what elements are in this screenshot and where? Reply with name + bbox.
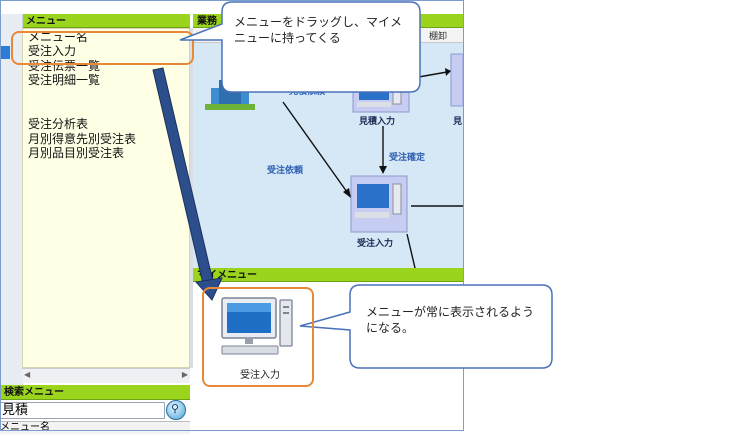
menu-header: メニュー bbox=[26, 16, 66, 27]
scroll-right-icon[interactable]: ▶ bbox=[181, 370, 188, 379]
diagram-header: 業務 bbox=[197, 16, 217, 27]
search-input[interactable]: 見積 bbox=[0, 402, 165, 419]
menu-item-order-slip-list[interactable]: 受注伝票一覧 bbox=[28, 59, 101, 73]
mymenu-header: マイメニュー bbox=[197, 270, 257, 281]
tab-inventory[interactable]: 棚卸 bbox=[429, 32, 448, 42]
pc-right-edge-icon bbox=[450, 53, 463, 107]
node-label-partial: 見 bbox=[453, 117, 463, 127]
flow-label-order-confirm: 受注確定 bbox=[389, 153, 426, 163]
search-button[interactable]: ⚲ bbox=[166, 400, 186, 420]
search-header: 検索メニュー bbox=[4, 387, 64, 398]
flow-label-order-request: 受注依頼 bbox=[267, 166, 304, 176]
left-nav-strip bbox=[0, 14, 23, 386]
building-icon bbox=[205, 80, 255, 110]
pc-icon bbox=[221, 297, 293, 355]
flow-label-estimate-request: 見積依頼 bbox=[289, 87, 326, 97]
menu-item-monthly-customer[interactable]: 月別得意先別受注表 bbox=[28, 132, 137, 146]
top-left-header-bar: メニュー bbox=[22, 14, 190, 28]
menu-item-order-entry[interactable]: 受注入力 bbox=[28, 44, 77, 58]
magnifier-icon: ⚲ bbox=[171, 402, 180, 415]
bottom-callout-text: メニューが常に表示されるようになる。 bbox=[366, 305, 535, 335]
menu-item-order-analysis[interactable]: 受注分析表 bbox=[28, 117, 89, 131]
search-result-header: メニュー名 bbox=[0, 421, 190, 434]
mymenu-header-bar: マイメニュー bbox=[193, 268, 464, 282]
search-header-bar: 検索メニュー bbox=[0, 385, 190, 400]
drag-source-highlight bbox=[11, 31, 194, 65]
menu-list: メニュー名 受注入力 受注伝票一覧 受注明細一覧 受注分析表 月別得意先別受注表… bbox=[22, 28, 190, 368]
menu-horizontal-scrollbar[interactable]: ◀ ▶ bbox=[22, 368, 190, 383]
scroll-left-icon[interactable]: ◀ bbox=[24, 370, 31, 379]
mymenu-item-highlight bbox=[202, 287, 314, 387]
pc-estimate-icon bbox=[352, 71, 410, 113]
mymenu-item-order-entry[interactable]: 受注入力 bbox=[214, 290, 306, 382]
mymenu-item-label: 受注入力 bbox=[240, 370, 280, 381]
workflow-diagram: 見積入力 見 受注入力 見積依頼 受注確定 受注依頼 bbox=[193, 42, 463, 268]
top-callout-text: メニューをドラッグし、マイメニューに持ってくる bbox=[234, 15, 403, 45]
node-label-estimate: 見積入力 bbox=[359, 117, 396, 127]
node-label-order: 受注入力 bbox=[357, 239, 394, 249]
menu-item-name-header: メニュー名 bbox=[28, 30, 89, 44]
pc-order-icon bbox=[350, 175, 408, 233]
menu-item-order-detail-list[interactable]: 受注明細一覧 bbox=[28, 73, 101, 87]
selected-indicator bbox=[0, 46, 10, 59]
menu-item-monthly-product[interactable]: 月別品目別受注表 bbox=[28, 146, 125, 160]
